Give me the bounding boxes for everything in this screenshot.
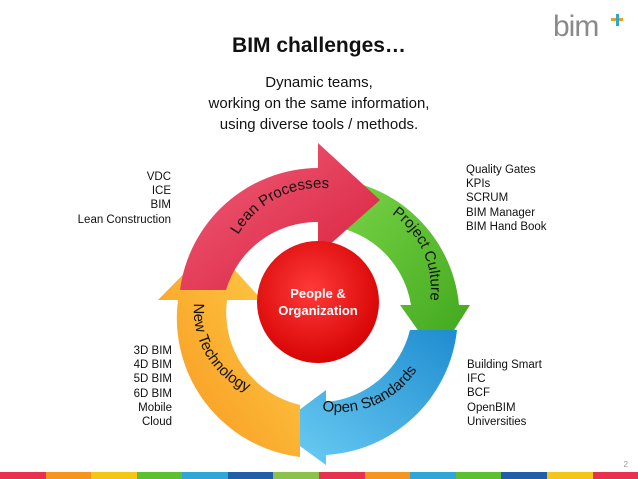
- bottom-bar-segment: [136, 472, 183, 479]
- bottom-bar-segment: [364, 472, 411, 479]
- list-item: VDC: [146, 171, 171, 183]
- list-item: Cloud: [141, 416, 172, 429]
- subtitle-line: working on the same information,: [208, 95, 430, 112]
- center-label-line2: Organization: [278, 303, 358, 318]
- list-item: KPIs: [466, 178, 491, 191]
- bottom-bar-segment: [501, 472, 547, 479]
- subtitle: Dynamic teams, working on the same infor…: [0, 72, 638, 135]
- bottom-bar-segment: [273, 472, 320, 479]
- list-item: 4D BIM: [133, 359, 172, 372]
- bottom-color-bar: [0, 472, 638, 479]
- center-circle: [257, 241, 379, 363]
- list-item: BIM: [150, 199, 171, 212]
- segment-red: [180, 143, 380, 290]
- bottom-bar-segment: [455, 472, 502, 479]
- center-label-line1: People &: [290, 286, 346, 301]
- list-top-right: Quality Gates KPIs SCRUM BIM Manager BIM…: [466, 163, 547, 234]
- bottom-bar-segment: [0, 472, 46, 479]
- bottom-bar-segment: [227, 472, 274, 479]
- bottom-bar-segment: [45, 472, 92, 479]
- bottom-bar-segment: [410, 472, 456, 479]
- list-item: BCF: [467, 387, 490, 400]
- list-item: SCRUM: [466, 192, 509, 205]
- segment-orange: [158, 245, 300, 457]
- list-item: Universities: [467, 415, 527, 428]
- bim-logo: bim: [553, 10, 625, 44]
- list-item: 6D BIM: [133, 387, 172, 400]
- bottom-bar-segment: [182, 472, 228, 479]
- list-item: 5D BIM: [133, 373, 172, 386]
- list-bottom-right: Building Smart IFC BCF OpenBIM Universit…: [467, 358, 542, 429]
- page-number: 2: [623, 460, 628, 469]
- list-item: BIM Hand Book: [466, 220, 547, 233]
- list-bottom-left: 3D BIM 4D BIM 5D BIM 6D BIM Mobile Cloud: [60, 344, 172, 429]
- slide-title: BIM challenges…: [232, 34, 406, 57]
- list-item: Quality Gates: [466, 164, 536, 176]
- segment-blue: [275, 330, 457, 465]
- bottom-bar-segment: [319, 472, 365, 479]
- segment-green: [318, 177, 470, 357]
- logo-text: bim: [553, 10, 599, 43]
- list-item: BIM Manager: [466, 206, 536, 219]
- subtitle-line: Dynamic teams,: [265, 74, 373, 91]
- list-item: Building Smart: [467, 359, 542, 371]
- list-item: Lean Construction: [77, 213, 171, 226]
- list-top-left: VDC ICE BIM Lean Construction: [40, 170, 171, 227]
- subtitle-line: using diverse tools / methods.: [219, 116, 419, 133]
- bottom-bar-segment: [546, 472, 593, 479]
- plus-icon: [611, 14, 623, 26]
- list-item: IFC: [467, 373, 486, 386]
- bottom-bar-segment: [91, 472, 137, 479]
- list-item: ICE: [151, 185, 171, 198]
- list-item: 3D BIM: [133, 345, 172, 357]
- bottom-bar-segment: [592, 472, 638, 479]
- list-item: Mobile: [138, 401, 172, 414]
- list-item: OpenBIM: [467, 401, 516, 414]
